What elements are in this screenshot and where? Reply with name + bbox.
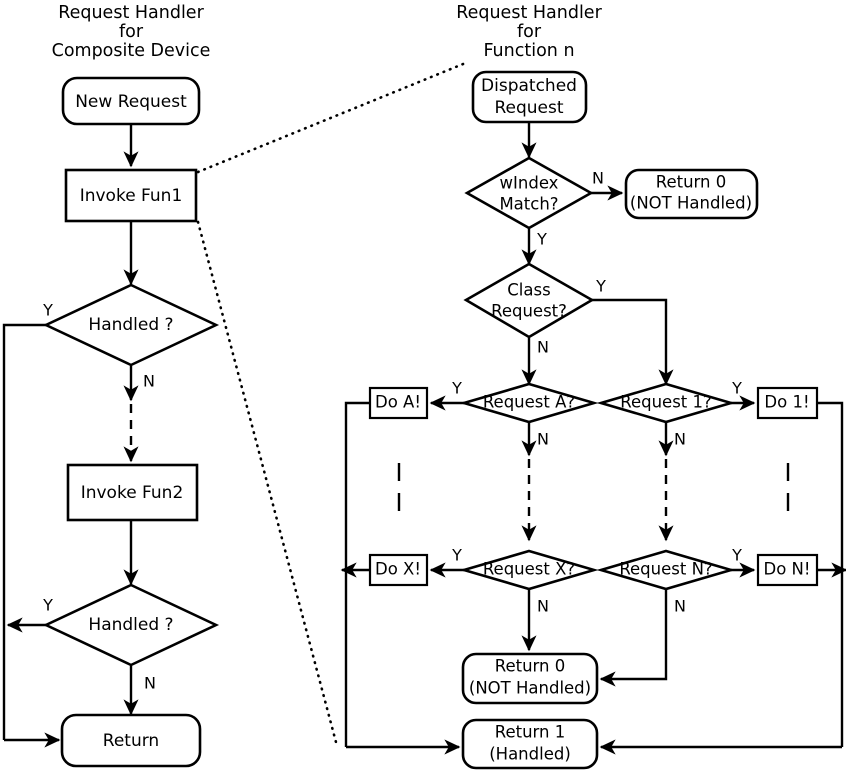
label-requestX-no: N bbox=[537, 597, 549, 616]
node-dispatched-request-shape bbox=[471, 70, 588, 124]
title-left-line2: for bbox=[119, 22, 144, 42]
node-invoke-fun2[interactable]: Invoke Fun2 bbox=[66, 463, 199, 522]
node-class-request-line1: Class bbox=[507, 281, 550, 300]
edge-class-yes-to-request1 bbox=[592, 298, 674, 386]
label-requestN-yes: Y bbox=[731, 546, 742, 565]
label-requestN-no: N bbox=[674, 597, 686, 616]
node-handled-2-label: Handled ? bbox=[88, 615, 173, 635]
label-handled1-no: N bbox=[143, 372, 155, 391]
label-handled1-yes: Y bbox=[42, 301, 53, 320]
node-dispatched-request-line2: Request bbox=[494, 98, 563, 118]
node-do-1[interactable]: Do 1! bbox=[756, 386, 819, 420]
label-requestA-no: N bbox=[537, 430, 549, 449]
node-dispatched-request-line1: Dispatched bbox=[481, 76, 577, 96]
node-request-n-shape bbox=[596, 549, 736, 591]
node-do-a-label: Do A! bbox=[375, 393, 421, 412]
node-class-request-line2: Request? bbox=[491, 302, 567, 321]
label-windex-no: N bbox=[592, 169, 604, 188]
title-left-line1: Request Handler bbox=[58, 3, 204, 23]
node-do-n[interactable]: Do N! bbox=[756, 553, 819, 587]
node-request-x-shape bbox=[459, 549, 599, 591]
node-handled-1[interactable]: Handled ? bbox=[42, 283, 220, 367]
node-invoke-fun1-label: Invoke Fun1 bbox=[80, 186, 183, 206]
node-class-request[interactable]: Class Request? bbox=[463, 262, 595, 339]
node-return0-top-line1: Return 0 bbox=[656, 173, 727, 192]
title-left-line3: Composite Device bbox=[52, 41, 211, 61]
edge-doA-left-rail bbox=[344, 401, 370, 747]
node-request-n-label: Request N? bbox=[619, 560, 712, 579]
node-dispatched-request[interactable]: Dispatched Request bbox=[471, 70, 588, 124]
node-do-1-shape bbox=[756, 386, 819, 420]
node-new-request[interactable]: New Request bbox=[61, 76, 201, 126]
node-request-a-shape bbox=[459, 382, 599, 424]
title-right: Request Handler for Function n bbox=[456, 3, 602, 61]
node-return0-top-line2: (NOT Handled) bbox=[630, 194, 752, 213]
node-request-a-label: Request A? bbox=[483, 393, 575, 412]
node-request-x[interactable]: Request X? bbox=[459, 549, 599, 591]
node-new-request-shape bbox=[61, 76, 201, 126]
node-do-x[interactable]: Do X! bbox=[368, 553, 429, 587]
label-windex-yes: Y bbox=[536, 230, 547, 249]
node-invoke-fun2-shape bbox=[66, 463, 199, 522]
label-requestA-yes: Y bbox=[451, 379, 462, 398]
node-return0-top-shape bbox=[624, 168, 759, 220]
node-do-a-shape bbox=[368, 386, 429, 420]
node-class-request-shape bbox=[463, 262, 595, 339]
node-return-label: Return bbox=[103, 731, 159, 751]
node-return[interactable]: Return bbox=[60, 713, 202, 768]
label-request1-no: N bbox=[674, 430, 686, 449]
node-return1-bottom-shape bbox=[461, 718, 599, 770]
node-request-a[interactable]: Request A? bbox=[459, 382, 599, 424]
node-do-1-label: Do 1! bbox=[764, 393, 809, 412]
node-do-n-label: Do N! bbox=[763, 560, 810, 579]
node-request-1[interactable]: Request 1? bbox=[596, 382, 736, 424]
edge-do1-right-rail bbox=[817, 401, 844, 747]
label-class-no: N bbox=[537, 338, 549, 357]
label-handled2-no: N bbox=[144, 674, 156, 693]
node-return-shape bbox=[60, 713, 202, 768]
node-request-x-label: Request X? bbox=[483, 560, 575, 579]
title-right-line3: Function n bbox=[483, 41, 574, 61]
zoom-connector-bottom bbox=[196, 220, 339, 748]
node-invoke-fun1[interactable]: Invoke Fun1 bbox=[64, 168, 198, 223]
node-return0-top[interactable]: Return 0 (NOT Handled) bbox=[624, 168, 759, 220]
label-requestX-yes: Y bbox=[451, 546, 462, 565]
label-handled2-yes: Y bbox=[42, 596, 53, 615]
title-right-line2: for bbox=[517, 22, 542, 42]
edge-requestN-no-to-return0 bbox=[599, 589, 668, 687]
node-return0-bottom[interactable]: Return 0 (NOT Handled) bbox=[461, 652, 599, 705]
node-return1-bottom-line1: Return 1 bbox=[495, 723, 566, 742]
node-do-a[interactable]: Do A! bbox=[368, 386, 429, 420]
node-windex-match-line2: Match? bbox=[499, 195, 558, 214]
node-do-x-label: Do X! bbox=[375, 560, 421, 579]
node-do-x-shape bbox=[368, 553, 429, 587]
node-request-1-shape bbox=[596, 382, 736, 424]
node-request-n[interactable]: Request N? bbox=[596, 549, 736, 591]
node-invoke-fun2-label: Invoke Fun2 bbox=[81, 483, 184, 503]
node-request-1-label: Request 1? bbox=[620, 393, 712, 412]
node-handled-2[interactable]: Handled ? bbox=[42, 583, 220, 667]
node-return0-bottom-line1: Return 0 bbox=[495, 657, 566, 676]
node-windex-match-line1: wIndex bbox=[500, 174, 559, 193]
node-windex-match[interactable]: wIndex Match? bbox=[464, 156, 594, 230]
node-return1-bottom[interactable]: Return 1 (Handled) bbox=[461, 718, 599, 770]
node-do-n-shape bbox=[756, 553, 819, 587]
zoom-connector-top bbox=[196, 60, 470, 174]
label-request1-yes: Y bbox=[731, 379, 742, 398]
node-return0-bottom-line2: (NOT Handled) bbox=[469, 679, 591, 698]
node-return1-bottom-line2: (Handled) bbox=[489, 745, 571, 764]
node-invoke-fun1-shape bbox=[64, 168, 198, 223]
title-right-line1: Request Handler bbox=[456, 3, 602, 23]
node-return0-bottom-shape bbox=[461, 652, 599, 705]
title-left: Request Handler for Composite Device bbox=[52, 3, 211, 61]
node-handled-1-shape bbox=[42, 283, 220, 367]
node-new-request-label: New Request bbox=[75, 92, 187, 112]
label-class-yes: Y bbox=[595, 277, 606, 296]
node-handled-1-label: Handled ? bbox=[88, 315, 173, 335]
node-handled-2-shape bbox=[42, 583, 220, 667]
edge-handled1-yes-rail bbox=[2, 323, 70, 740]
node-windex-match-shape bbox=[464, 156, 594, 230]
